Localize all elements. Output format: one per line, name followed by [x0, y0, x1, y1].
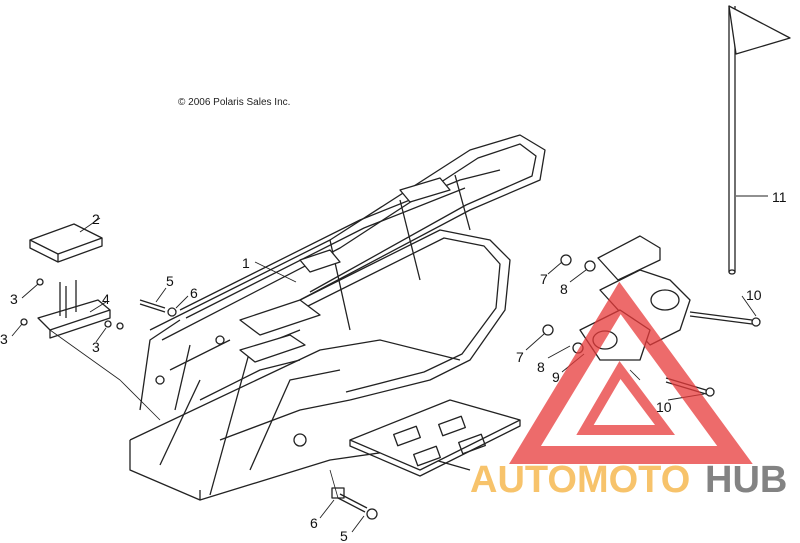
callout-5a: 5 [166, 273, 174, 289]
callout-8a: 8 [560, 281, 568, 297]
flag-whip [728, 5, 791, 275]
callout-10b: 10 [656, 399, 672, 415]
callout-5b: 5 [340, 528, 348, 543]
callout-1: 1 [242, 255, 250, 271]
callout-3a: 3 [10, 291, 18, 307]
callout-11: 11 [772, 189, 787, 205]
main-frame [129, 134, 546, 501]
callout-9: 9 [552, 369, 560, 385]
bolt-upper [139, 299, 177, 317]
cushion-pad [29, 223, 103, 263]
watermark-text-automoto: AUTOMOTO [470, 459, 690, 501]
copyright-text: © 2006 Polaris Sales Inc. [178, 97, 291, 108]
callout-7a: 7 [540, 271, 548, 287]
callout-10a: 10 [746, 287, 762, 303]
callout-3c: 3 [92, 339, 100, 355]
foot-plate [349, 399, 521, 477]
callout-6b: 6 [310, 515, 318, 531]
callout-4: 4 [102, 291, 110, 307]
watermark-text-hub: HUB [705, 459, 787, 501]
callout-6a: 6 [190, 285, 198, 301]
watermark-logo: AUTOMOTO HUB [470, 281, 787, 501]
bolt-lower [329, 469, 378, 520]
callout-3b: 3 [0, 331, 8, 347]
seat-bracket [20, 278, 161, 421]
callout-7b: 7 [516, 349, 524, 365]
callout-2: 2 [92, 211, 100, 227]
callout-8b: 8 [537, 359, 545, 375]
